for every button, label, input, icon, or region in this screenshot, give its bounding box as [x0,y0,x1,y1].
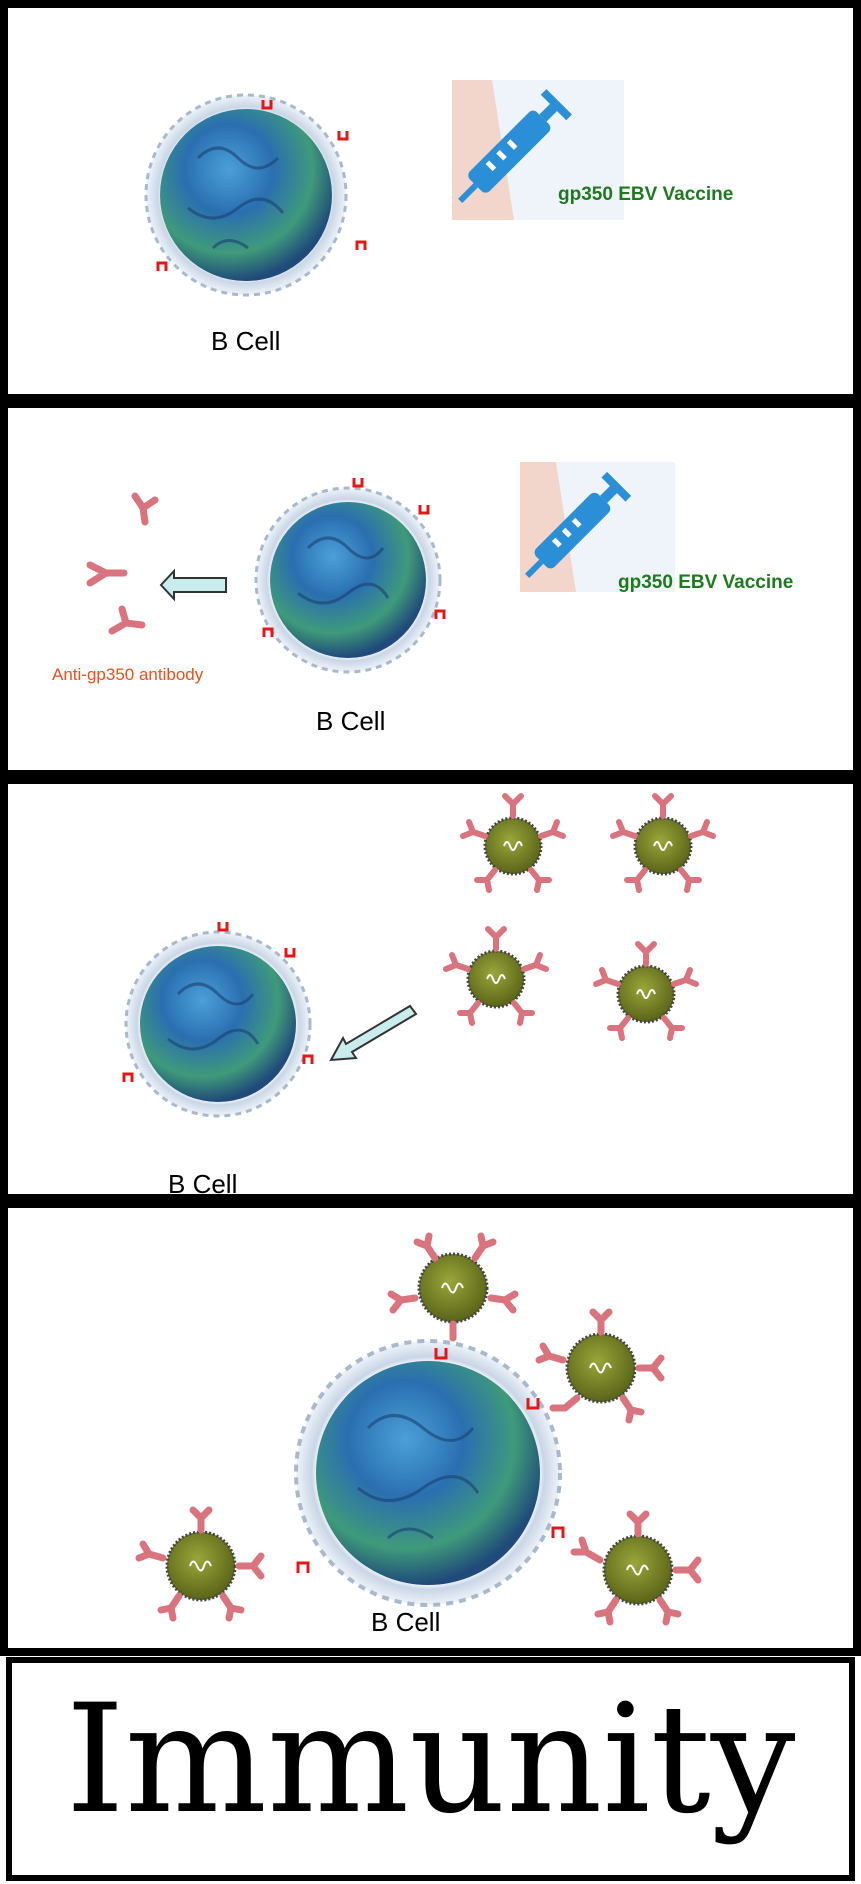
page-title: Immunity [65,1673,796,1847]
virion [135,1506,265,1622]
panel-4-art [135,1232,702,1626]
antibody-label: Anti-gp350 antibody [52,665,204,684]
virion [610,793,716,893]
virion [460,793,566,893]
gp350-receptors [122,922,314,1082]
arrow-left [159,568,227,602]
b-cell [144,93,348,297]
panel-3-art [122,793,716,1118]
panel-neutralization: B Cell [0,1200,861,1656]
b-cell-label: B Cell [168,1169,238,1199]
panel-2-art [86,462,675,674]
syringe-icon [520,462,675,592]
gp350-receptors [156,100,367,271]
virion [535,1308,665,1424]
panel-vaccination: B Cell gp350 EBV Vaccine [0,0,861,402]
title-banner: Immunity [6,1657,855,1881]
b-cell [124,930,312,1118]
b-cell [254,486,442,674]
virion [593,941,699,1041]
arrow-to-b-cell [329,1004,418,1062]
ebv-virions [443,793,716,1041]
virion [570,1510,702,1626]
gp350-receptors [262,478,446,637]
gp350-receptors [296,1348,565,1573]
panel-1-art [144,80,624,297]
antibody-icons [86,492,159,635]
syringe-icon [452,80,624,220]
vaccine-label: gp350 EBV Vaccine [618,572,794,593]
panel-virus-approach: B Cell [0,776,861,1202]
b-cell-label: B Cell [371,1607,441,1637]
virion [387,1232,519,1342]
ebv-virions [135,1232,702,1626]
b-cell-label: B Cell [316,706,386,736]
panel-antibody-production: Anti-gp350 antibody B Cell gp350 EBV Vac… [0,400,861,778]
b-cell [294,1339,562,1607]
virion [443,926,549,1026]
b-cell-label: B Cell [211,326,281,356]
vaccine-label: gp350 EBV Vaccine [558,184,734,205]
